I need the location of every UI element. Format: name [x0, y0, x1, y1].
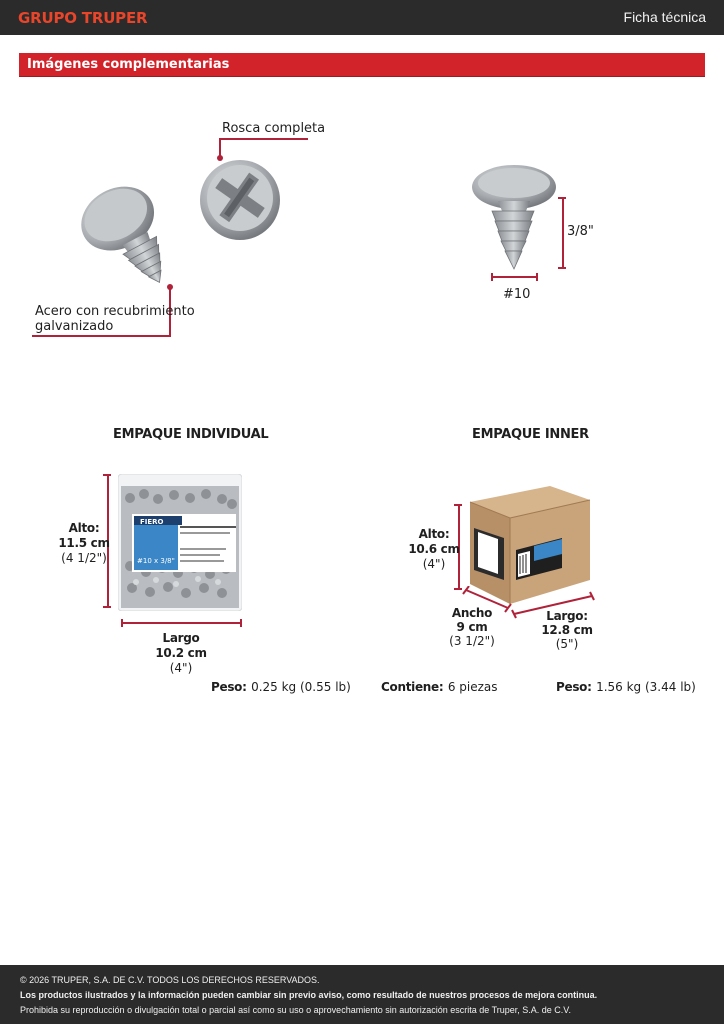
- inner-largo-in: (5"): [555, 637, 579, 651]
- individual-largo-in: (4"): [169, 661, 193, 675]
- gauge-dim-label: #10: [503, 287, 531, 302]
- footer: © 2026 TRUPER, S.A. DE C.V. TODOS LOS DE…: [0, 965, 724, 1024]
- top-bar: GRUPO TRUPER Ficha técnica: [0, 0, 724, 35]
- inner-pack-image: [469, 486, 591, 604]
- individual-weight-label: Peso:: [211, 680, 247, 694]
- individual-alto-line: [107, 474, 109, 608]
- inner-weight-value: 1.56 kg (3.44 lb): [596, 680, 696, 694]
- inner-largo-cm: 12.8 cm: [541, 623, 593, 637]
- thread-callout-label: Rosca completa: [222, 121, 326, 136]
- footer-prohibition: Prohibida su reproducción o divulgación …: [20, 1005, 571, 1015]
- inner-ancho-cm: 9 cm: [456, 620, 488, 634]
- individual-alto-cm: 11.5 cm: [58, 536, 110, 550]
- inner-ancho-line: [462, 586, 512, 613]
- individual-largo-label: Largo: [162, 631, 200, 645]
- screw-side-image: [472, 165, 556, 270]
- individual-alto-label: Alto:: [68, 521, 100, 535]
- gauge-dim-line: [491, 276, 538, 278]
- individual-largo-line: [121, 622, 242, 624]
- individual-weight-value: 0.25 kg (0.55 lb): [251, 680, 351, 694]
- gauge-dim-tick-right: [536, 273, 538, 281]
- bag-brand: FIERO: [140, 518, 164, 526]
- material-callout-leader: [169, 287, 171, 336]
- brand-logo: GRUPO TRUPER: [18, 9, 148, 27]
- inner-alto-tick-bottom: [454, 588, 462, 590]
- material-callout-line1: Acero con recubrimiento: [35, 304, 195, 319]
- inner-ancho-in: (3 1/2"): [449, 634, 495, 648]
- footer-notice: Los productos ilustrados y la informació…: [20, 990, 598, 1000]
- length-dim-line: [562, 197, 564, 269]
- section-title: Imágenes complementarias: [27, 57, 230, 72]
- bag-size: #10 x 3/8": [137, 557, 175, 565]
- inner-alto-label: Alto:: [418, 527, 450, 541]
- inner-contents: Contiene: 6 piezas: [381, 678, 498, 696]
- inner-largo-label: Largo:: [546, 609, 588, 623]
- thread-callout-line: [219, 138, 308, 140]
- length-dim-label: 3/8": [567, 224, 594, 239]
- inner-contents-label: Contiene:: [381, 680, 444, 694]
- individual-pack-image: [118, 474, 242, 611]
- inner-alto-in: (4"): [422, 557, 446, 571]
- individual-alto-in: (4 1/2"): [61, 551, 107, 565]
- screw-pair-image: [81, 160, 280, 284]
- inner-pack-title: EMPAQUE INNER: [472, 427, 589, 442]
- individual-pack-title: EMPAQUE INDIVIDUAL: [113, 427, 269, 442]
- thread-callout-dot: [217, 155, 223, 161]
- material-callout-line: [32, 335, 171, 337]
- footer-copyright: © 2026 TRUPER, S.A. DE C.V. TODOS LOS DE…: [20, 975, 320, 985]
- individual-alto-tick-bottom: [103, 606, 111, 608]
- individual-largo-tick-right: [240, 619, 242, 627]
- document-type: Ficha técnica: [623, 9, 706, 25]
- inner-largo-line: [511, 591, 595, 619]
- individual-largo-cm: 10.2 cm: [155, 646, 207, 660]
- inner-alto-cm: 10.6 cm: [408, 542, 460, 556]
- individual-weight: Peso: 0.25 kg (0.55 lb): [211, 678, 351, 696]
- inner-ancho-label: Ancho: [451, 606, 493, 620]
- inner-weight: Peso: 1.56 kg (3.44 lb): [556, 678, 696, 696]
- inner-alto-line: [458, 504, 460, 590]
- inner-contents-value: 6 piezas: [447, 680, 498, 694]
- section-header: Imágenes complementarias: [19, 53, 705, 77]
- inner-weight-label: Peso:: [556, 680, 592, 694]
- thread-callout-leader: [219, 138, 221, 158]
- material-callout-line2: galvanizado: [35, 319, 114, 334]
- length-dim-tick-bottom: [558, 267, 566, 269]
